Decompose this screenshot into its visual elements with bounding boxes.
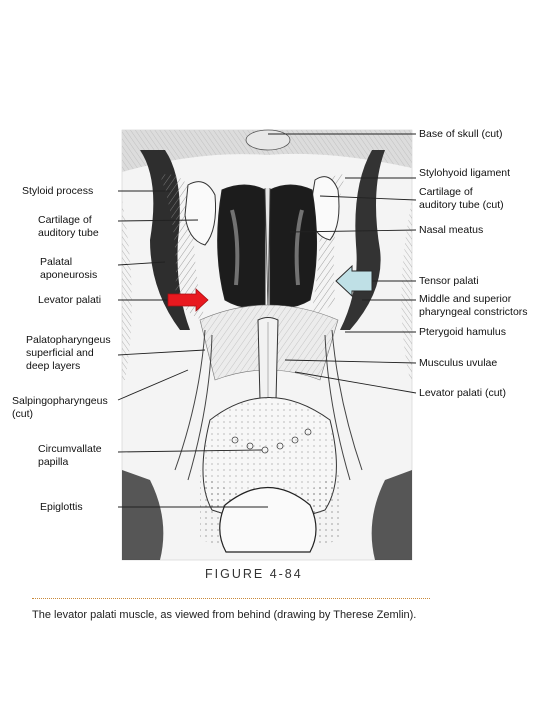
label-pterygoid-hamulus: Pterygoid hamulus [419, 326, 506, 338]
label-palatal-aponeurosis-line1: Palatal [40, 256, 73, 268]
figure-caption: The levator palati muscle, as viewed fro… [32, 609, 417, 621]
label-base-of-skull: Base of skull (cut) [419, 128, 503, 140]
label-cartilage-auditory-tube-cut-line1: Cartilage of [419, 186, 473, 198]
label-palatal-aponeurosis-line2: aponeurosis [40, 269, 98, 281]
label-middle-superior-line2: pharyngeal constrictors [419, 306, 528, 318]
label-salpingopharyngeus-line2: (cut) [12, 408, 33, 420]
label-cartilage-auditory-tube-cut-line2: auditory tube (cut) [419, 199, 504, 211]
caption-divider [32, 598, 430, 599]
label-stylohyoid-ligament: Stylohyoid ligament [419, 167, 511, 179]
label-salpingopharyngeus-line1: Salpingopharyngeus [12, 395, 108, 407]
label-palatopharyngeus-line3: deep layers [26, 360, 81, 372]
label-middle-superior-line1: Middle and superior [419, 293, 512, 305]
label-nasal-meatus: Nasal meatus [419, 224, 484, 236]
label-levator-palati-cut: Levator palati (cut) [419, 387, 506, 399]
label-cartilage-auditory-tube-line1: Cartilage of [38, 214, 92, 226]
label-epiglottis: Epiglottis [40, 501, 83, 513]
leader-lines [117, 133, 417, 508]
blue-arrow-icon [335, 264, 373, 298]
label-palatopharyngeus-line1: Palatopharyngeus [26, 334, 111, 346]
label-circumvallate-line1: Circumvallate [38, 443, 102, 455]
label-tensor-palati: Tensor palati [419, 275, 479, 287]
label-styloid-process: Styloid process [22, 185, 94, 197]
red-arrow-icon [167, 288, 209, 312]
label-levator-palati: Levator palati [38, 294, 102, 306]
figure-number: FIGURE 4-84 [205, 567, 303, 581]
label-palatopharyngeus-line2: superficial and [26, 347, 94, 359]
label-circumvallate-line2: papilla [38, 456, 69, 468]
label-musculus-uvulae: Musculus uvulae [419, 357, 498, 369]
label-cartilage-auditory-tube-line2: auditory tube [38, 227, 99, 239]
drawing-area [121, 129, 413, 561]
